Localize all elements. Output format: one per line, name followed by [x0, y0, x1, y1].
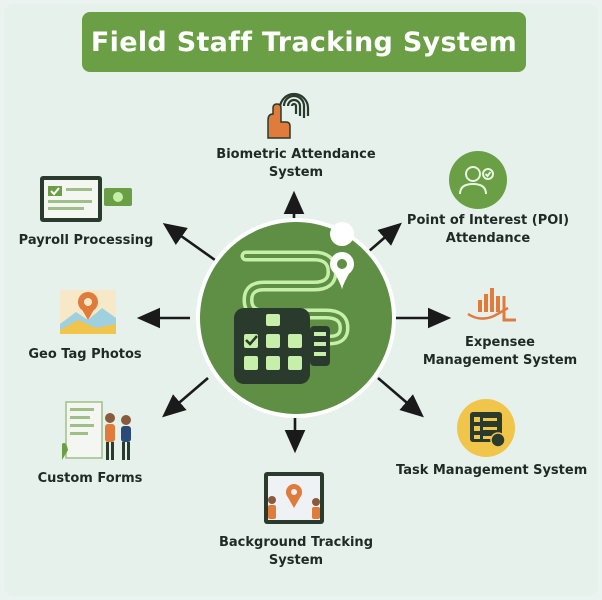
- arrow-down-right: [377, 377, 424, 418]
- arrow-up-left: [162, 222, 216, 262]
- node-forms: Custom Forms: [20, 470, 160, 488]
- arrow-down-left: [162, 377, 209, 418]
- node-task: Task Management System: [396, 462, 588, 480]
- person-check-icon: [449, 151, 507, 209]
- tracking-screen-icon: [264, 472, 324, 524]
- map-pin-photo-icon: [60, 290, 116, 334]
- node-forms-line1: Custom Forms: [37, 471, 143, 486]
- node-payroll-line1: Payroll Processing: [18, 233, 154, 248]
- title-banner: Field Staff Tracking System: [82, 12, 526, 72]
- node-biometric-line1: Biometric Attendance: [216, 147, 376, 162]
- node-biometric-line2: System: [268, 165, 324, 180]
- node-background-line1: Background Tracking: [218, 535, 373, 550]
- node-poi: Point of Interest (POI) Attendance: [404, 212, 572, 248]
- expense-chart-icon: [467, 288, 516, 322]
- arrow-up-right: [367, 222, 402, 253]
- node-expense-line2: Management System: [422, 353, 578, 368]
- node-biometric: Biometric Attendance System: [200, 146, 392, 182]
- central-hub-icon: [196, 218, 396, 418]
- payroll-monitor-icon: [40, 176, 132, 222]
- node-payroll: Payroll Processing: [12, 232, 160, 250]
- node-expense: Expensee Management System: [420, 334, 580, 370]
- node-poi-line1: Point of Interest (POI): [406, 213, 570, 228]
- task-board-icon: [457, 399, 515, 457]
- node-expense-line1: Expensee: [464, 335, 535, 350]
- node-background: Background Tracking System: [196, 534, 396, 570]
- form-people-icon: [62, 401, 131, 460]
- diagram-title: Field Staff Tracking System: [90, 26, 518, 58]
- node-task-line1: Task Management System: [396, 463, 588, 478]
- fingerprint-hand-icon: [267, 92, 310, 139]
- node-poi-line2: Attendance: [445, 231, 531, 246]
- node-background-line2: System: [268, 553, 324, 568]
- node-geotag: Geo Tag Photos: [20, 346, 150, 364]
- node-geotag-line1: Geo Tag Photos: [28, 347, 142, 362]
